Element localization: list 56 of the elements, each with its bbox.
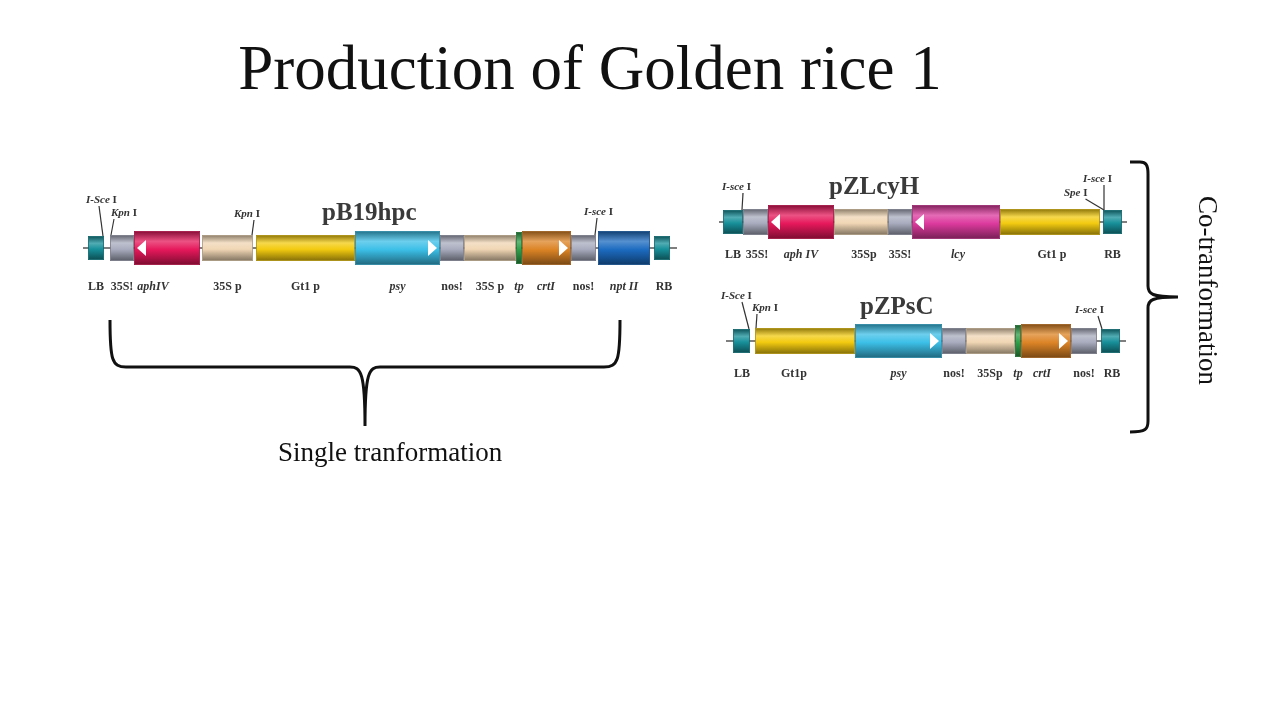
segment-label: crtI	[1033, 366, 1051, 380]
segment-label: nos!	[943, 366, 965, 380]
segment-label: 35S p	[213, 279, 242, 293]
leader-line	[755, 313, 758, 329]
segment-label: 35S p	[475, 279, 505, 293]
segment-label: psy	[389, 279, 406, 293]
segment-label: Gt1 p	[1037, 247, 1067, 261]
segment-label: tp	[514, 279, 524, 293]
segment-label: LB	[734, 366, 750, 380]
brace-label: Single tranformation	[278, 436, 503, 468]
segment-label: crtI	[537, 279, 555, 293]
segment-label: nos!	[441, 279, 463, 293]
segment-label: npt II	[609, 279, 639, 293]
segment-label: nos!	[1073, 366, 1095, 380]
segment-label: aphIV	[137, 279, 169, 293]
restriction-site-label: I-Sce I	[86, 193, 117, 206]
plasmid-name: pZPsC	[860, 292, 934, 320]
restriction-site-label: I-sce I	[722, 180, 752, 193]
leader-line	[741, 301, 750, 330]
segment-label: 35S!	[110, 279, 134, 293]
restriction-site-label: Spe I	[1064, 186, 1088, 199]
restriction-site-label: I-sce I	[1075, 303, 1105, 316]
restriction-site-label: I-Sce I	[721, 289, 752, 302]
leader-line	[1097, 315, 1103, 330]
segment-label: 35Sp	[977, 366, 1003, 380]
segment-label: tp	[1013, 366, 1023, 380]
plasmid-name: pB19hpc	[322, 198, 417, 226]
segment-label: 35S!	[888, 247, 912, 261]
segment-label: 35Sp	[851, 247, 877, 261]
leader-line	[1103, 184, 1105, 211]
restriction-site-label: Kpn I	[111, 206, 137, 219]
segment-label: LB	[88, 279, 104, 293]
segment-label: RB	[655, 279, 673, 293]
slide-title: Production of Golden rice 1	[238, 31, 942, 105]
segment-label: RB	[1103, 366, 1121, 380]
segment-label: lcy	[951, 247, 965, 261]
restriction-site-label: Kpn I	[234, 207, 260, 220]
leader-line	[251, 219, 255, 236]
leader-line	[594, 217, 598, 236]
restriction-site-label: Kpn I	[752, 301, 778, 314]
leader-line	[110, 218, 115, 236]
leader-line	[1084, 198, 1105, 211]
plasmid-name: pZLcyH	[829, 172, 920, 200]
segment-label: 35S!	[745, 247, 769, 261]
segment-label: Gt1p	[781, 366, 807, 380]
restriction-site-label: I-sce I	[1083, 172, 1113, 185]
segment-label: psy	[890, 366, 907, 380]
leader-line	[741, 192, 744, 211]
segment-label: RB	[1104, 247, 1121, 261]
segment-label: Gt1 p	[291, 279, 320, 293]
brace-label: Co-tranformation	[1191, 195, 1223, 385]
segment-label: nos!	[572, 279, 595, 293]
restriction-site-label: I-sce I	[584, 205, 614, 218]
leader-line	[98, 205, 104, 237]
segment-label: LB	[725, 247, 741, 261]
segment-label: aph IV	[783, 247, 819, 261]
